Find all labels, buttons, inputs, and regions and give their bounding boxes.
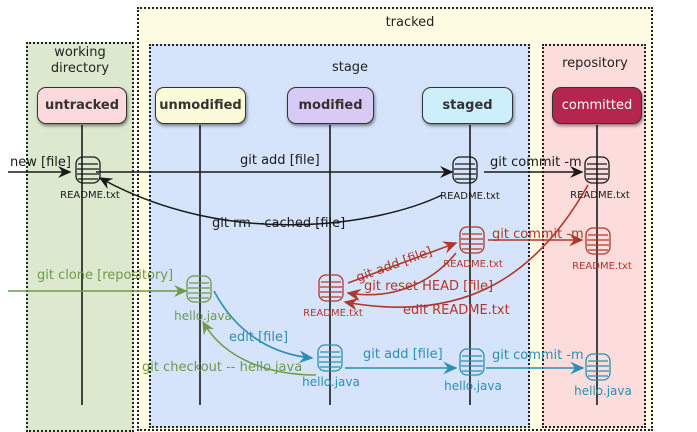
file-label-readme-untracked: README.txt (60, 190, 120, 201)
stage-label: stage (331, 60, 369, 75)
file-icon-readme-staged-black (452, 156, 478, 184)
file-icon-readme-staged-red (459, 226, 485, 254)
file-label-hello-unmodified: hello.java (174, 309, 232, 323)
label-edit-readme: edit README.txt (403, 303, 510, 318)
arrow-edit-file (213, 290, 314, 364)
label-git-commit-black: git commit -m (490, 155, 582, 170)
working-directory-label-line1: working (54, 45, 106, 60)
state-modified-label: modified (298, 98, 363, 113)
label-git-add-teal: git add [file] (363, 347, 443, 362)
label-git-reset-head: git reset HEAD [file] (364, 279, 493, 294)
state-modified: modified (287, 87, 374, 124)
file-label-readme-staged-red: README.txt (443, 259, 503, 270)
tracked-label: tracked (385, 15, 435, 30)
file-label-hello-committed: hello.java (574, 384, 632, 398)
arrow-git-reset-head (346, 252, 457, 302)
state-unmodified: unmodified (155, 87, 246, 124)
label-git-commit-red: git commit -m (492, 227, 584, 242)
file-label-readme-modified: README.txt (303, 308, 363, 319)
state-unmodified-label: unmodified (159, 98, 242, 113)
file-label-readme-staged-black: README.txt (440, 191, 500, 202)
arrow-edit-readme (343, 184, 589, 311)
file-icon-readme-untracked (75, 156, 101, 184)
label-git-checkout: git checkout -- hello.java (142, 360, 302, 375)
working-directory-label-line2: directory (50, 61, 110, 76)
state-staged-label: staged (442, 98, 493, 113)
file-icon-readme-modified (318, 274, 344, 302)
file-icon-readme-committed-red (585, 227, 611, 255)
label-new-file: new [file] (10, 155, 71, 170)
file-label-hello-staged: hello.java (444, 379, 502, 393)
working-directory-label: working directory (28, 45, 132, 77)
label-git-add-black: git add [file] (240, 153, 320, 168)
state-committed-label: committed (561, 98, 633, 113)
state-staged: staged (422, 87, 513, 124)
arrow-git-add-red (347, 241, 458, 284)
state-untracked: untracked (37, 87, 127, 124)
file-icon-hello-unmodified (186, 275, 212, 303)
label-git-commit-teal: git commit -m (492, 348, 584, 363)
file-label-readme-committed-red: README.txt (572, 261, 632, 272)
state-committed: committed (552, 87, 642, 124)
file-label-hello-modified: hello.java (302, 375, 360, 389)
arrow-git-rm-cached (98, 177, 443, 226)
state-untracked-label: untracked (44, 98, 120, 113)
label-edit-file: edit [file] (229, 330, 288, 345)
repository-label: repository (562, 56, 628, 71)
arrow-git-checkout (202, 320, 317, 376)
file-icon-hello-staged (459, 348, 485, 376)
label-git-rm-cached: git rm --cached [file] (212, 216, 345, 231)
file-label-readme-committed-black: README.txt (570, 190, 630, 201)
label-git-clone: git clone [repository] (37, 268, 173, 283)
file-icon-hello-committed (585, 353, 611, 381)
